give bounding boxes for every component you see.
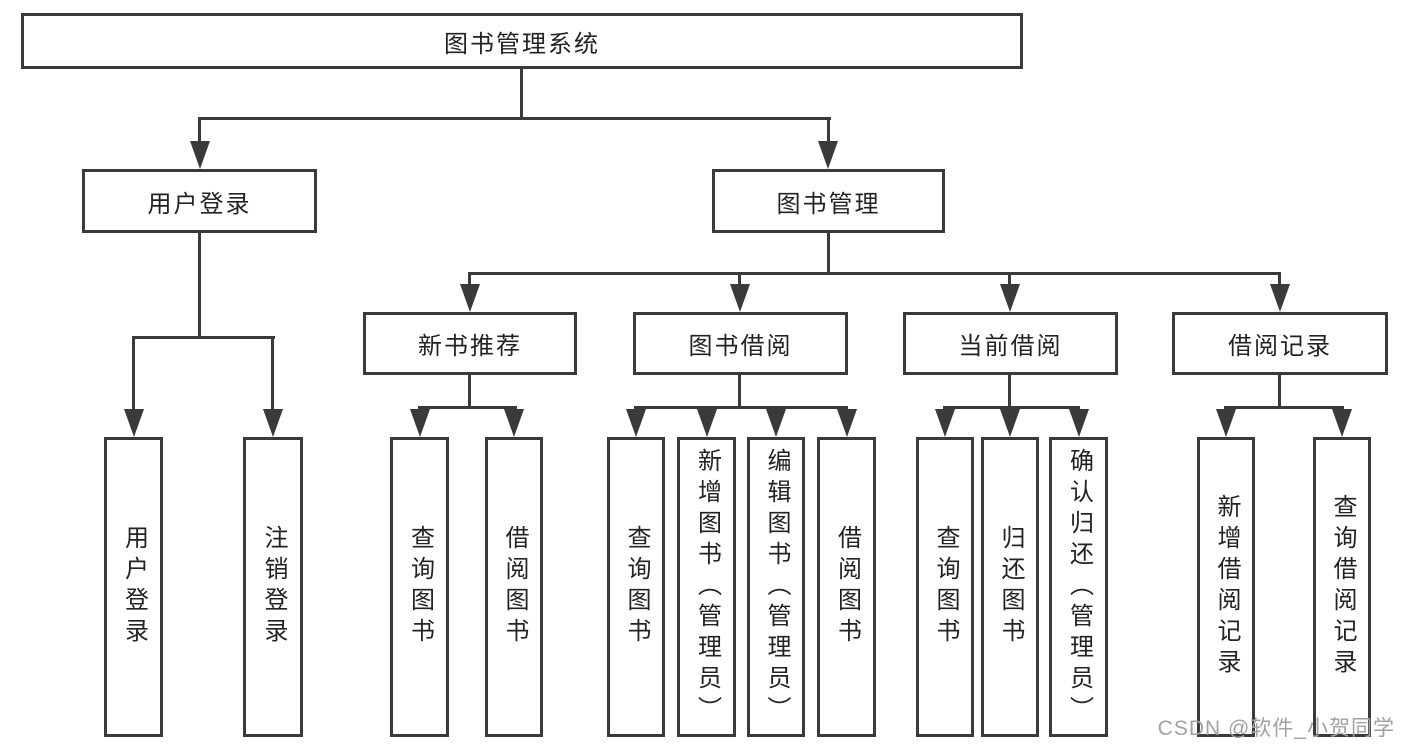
node-logout-label: 注销登录: [260, 525, 287, 649]
node-borrow-books-2: 借阅图书: [817, 437, 876, 737]
arrow-to-user-login-leaf: [124, 409, 144, 437]
node-edit-books-admin-label: 编辑图书（管理员）: [763, 447, 790, 727]
node-add-borrow-record: 新增借阅记录: [1197, 437, 1255, 737]
node-add-books-admin: 新增图书（管理员）: [677, 437, 736, 737]
arrow-to-add-borrow-record: [1216, 409, 1236, 437]
arrow-to-user-login: [190, 141, 210, 169]
connector-new-book-rail: [418, 406, 517, 409]
connector-book-borrow-stem: [738, 375, 741, 408]
connector-level3-rail: [468, 272, 1281, 275]
connector-borrow-records-drop: [1278, 272, 1281, 286]
node-query-books-2-label: 查询图书: [623, 525, 650, 649]
arrow-to-return-books: [1000, 409, 1020, 437]
node-confirm-return-admin: 确认归还（管理员）: [1049, 437, 1108, 737]
node-logout: 注销登录: [243, 437, 303, 737]
connector-user-login-stem: [198, 233, 201, 339]
arrow-to-edit-books: [766, 409, 786, 437]
node-new-book-recommend: 新书推荐: [363, 312, 577, 375]
connector-new-book-drop: [468, 272, 471, 286]
connector-book-borrow-rail: [634, 406, 848, 409]
connector-borrow-records-stem: [1278, 375, 1281, 408]
connector-new-book-stem: [468, 375, 471, 408]
node-query-borrow-record-label: 查询借阅记录: [1329, 494, 1356, 680]
connector-current-borrow-drop: [1008, 272, 1011, 286]
arrow-to-query-books-1: [410, 409, 430, 437]
node-current-borrow: 当前借阅: [903, 312, 1118, 375]
node-borrow-records: 借阅记录: [1172, 312, 1388, 375]
arrow-to-borrow-records: [1270, 284, 1290, 312]
node-add-borrow-record-label: 新增借阅记录: [1213, 494, 1240, 680]
arrow-to-new-book-recommend: [460, 284, 480, 312]
node-query-books-1: 查询图书: [390, 437, 449, 737]
arrow-to-borrow-books-1: [504, 409, 524, 437]
node-user-login-leaf-label: 用户登录: [120, 525, 148, 649]
arrow-to-query-borrow-record: [1332, 409, 1352, 437]
arrow-to-book-mgmt: [818, 141, 838, 169]
node-edit-books-admin: 编辑图书（管理员）: [747, 437, 805, 737]
connector-user-login-leaf1-drop: [132, 336, 135, 411]
node-book-borrow: 图书借阅: [633, 312, 848, 375]
connector-book-mgmt-stem: [827, 233, 830, 275]
node-query-books-1-label: 查询图书: [406, 525, 434, 649]
node-user-login-leaf: 用户登录: [104, 437, 163, 737]
node-user-login: 用户登录: [82, 169, 317, 233]
connector-logout-drop: [271, 336, 274, 411]
connector-level2-rail: [198, 117, 831, 120]
node-borrow-books-1-label: 借阅图书: [501, 525, 528, 649]
connector-current-borrow-stem: [1008, 375, 1011, 408]
node-library-management-system: 图书管理系统: [21, 13, 1023, 69]
node-borrow-books-1: 借阅图书: [485, 437, 543, 737]
node-query-borrow-record: 查询借阅记录: [1313, 437, 1371, 737]
node-query-books-2: 查询图书: [607, 437, 665, 737]
node-add-books-admin-label: 新增图书（管理员）: [693, 447, 721, 727]
arrow-to-confirm-return: [1069, 409, 1089, 437]
arrow-to-logout: [263, 409, 283, 437]
arrow-to-query-books-2: [626, 409, 646, 437]
csdn-watermark: CSDN @软件_小贺同学: [1157, 717, 1395, 740]
arrow-to-query-books-3: [935, 409, 955, 437]
node-return-books-label: 归还图书: [997, 525, 1024, 649]
connector-book-borrow-drop: [738, 272, 741, 286]
node-confirm-return-admin-label: 确认归还（管理员）: [1065, 447, 1093, 727]
node-query-books-3: 查询图书: [916, 437, 974, 737]
connector-current-borrow-rail: [943, 406, 1080, 409]
arrow-to-borrow-books-2: [837, 409, 857, 437]
arrow-to-book-borrow: [730, 284, 750, 312]
node-borrow-books-2-label: 借阅图书: [833, 525, 861, 649]
arrow-to-current-borrow: [1000, 284, 1020, 312]
connector-borrow-records-rail: [1224, 406, 1344, 409]
node-query-books-3-label: 查询图书: [932, 525, 959, 649]
connector-user-login-rail: [132, 336, 275, 339]
connector-book-mgmt-drop: [827, 117, 830, 143]
node-book-management: 图书管理: [712, 169, 945, 233]
connector-root-drop: [520, 69, 523, 117]
arrow-to-add-books: [697, 409, 717, 437]
node-return-books: 归还图书: [981, 437, 1039, 737]
connector-user-login-drop: [198, 117, 201, 143]
